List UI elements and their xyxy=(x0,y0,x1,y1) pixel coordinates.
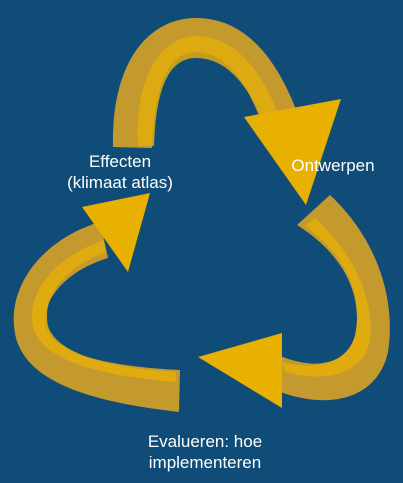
arrow-evaluate-to-effects xyxy=(13,193,181,412)
stage-design-label: Ontwerpen xyxy=(266,155,400,176)
stage-effects-line2: (klimaat atlas) xyxy=(67,173,173,192)
arrow-design-to-evaluate xyxy=(198,195,390,408)
stage-effects-line1: Effecten xyxy=(88,152,152,171)
arrow-effects-to-design xyxy=(112,18,341,205)
stage-design-line1: Ontwerpen xyxy=(291,156,375,175)
stage-evaluate-line2: implementeren xyxy=(148,453,262,472)
stage-effects-label: Effecten (klimaat atlas) xyxy=(40,151,200,193)
stage-evaluate-label: Evalueren: hoe implementeren xyxy=(110,431,300,473)
stage-evaluate-line1: Evalueren: hoe xyxy=(147,432,263,451)
